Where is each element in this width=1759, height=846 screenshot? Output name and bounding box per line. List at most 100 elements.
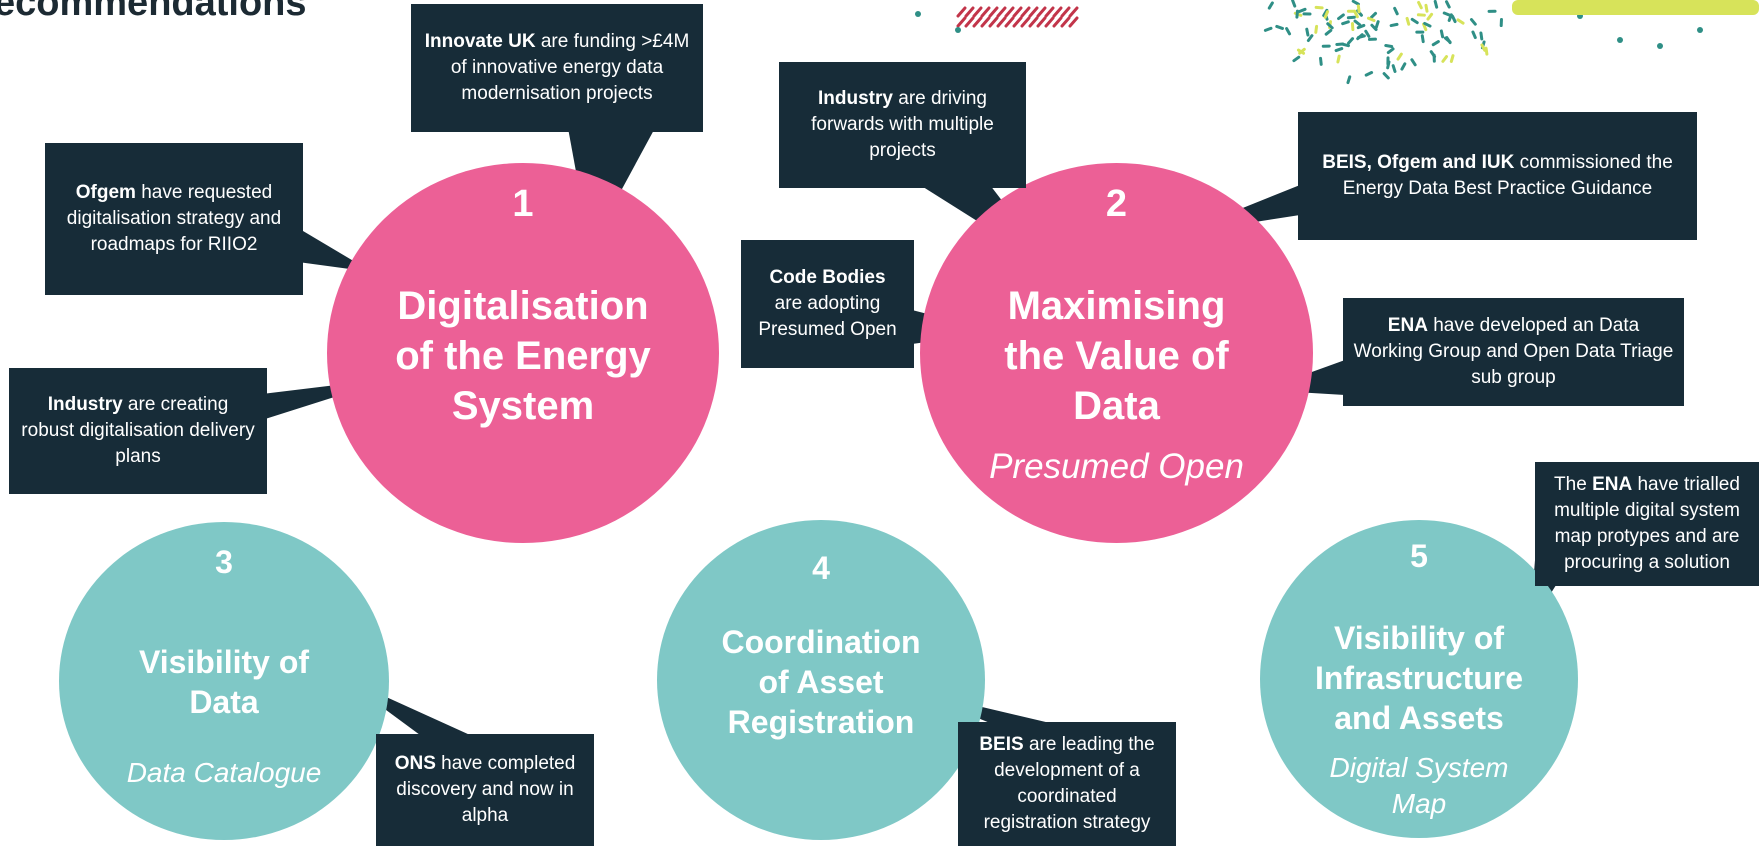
callout-prefix: The [1554, 474, 1593, 495]
decorative-dash [1356, 23, 1366, 30]
theme-number: 3 [215, 544, 233, 580]
decorative-dash [1445, 36, 1452, 45]
decorative-stripe [964, 16, 975, 28]
decorative-dash [1405, 16, 1411, 26]
decorative-dash [1484, 46, 1489, 56]
theme-subtitle: Data Catalogue [126, 757, 322, 788]
decorative-dash [1295, 9, 1299, 19]
decorative-stripe [1068, 16, 1079, 28]
decorative-stripe [1036, 16, 1047, 28]
callout-beis-ofgem-iuk: BEIS, Ofgem and IUK commissioned the Ene… [1298, 112, 1697, 240]
theme-circle-5: 5 Visibility of Infrastructure and Asset… [1260, 520, 1578, 838]
callout-text: Code Bodies are adopting Presumed Open [751, 265, 904, 343]
decorative-stripe [1012, 6, 1023, 18]
decorative-dash [1263, 26, 1273, 32]
decorative-dash [1323, 10, 1330, 19]
decorative-dash [1431, 40, 1440, 47]
decorative-dash [1351, 0, 1360, 6]
theme-heading-line: Infrastructure [1314, 660, 1524, 696]
decorative-stripe [956, 6, 967, 18]
theme-circle-4: 4 Coordination of Asset Registration [657, 520, 985, 840]
callout-ena-working-group: ENA have developed an Data Working Group… [1343, 298, 1684, 406]
callout-body: have developed an Data Working Group and… [1353, 315, 1674, 388]
callout-industry-driving: Industry are driving forwards with multi… [779, 62, 1026, 188]
decorative-dash [1364, 29, 1371, 38]
callout-body: are adopting Presumed Open [758, 293, 897, 340]
theme-heading-line: Coordination [721, 624, 921, 660]
decorative-stripe [972, 6, 983, 18]
decorative-dash [1353, 19, 1362, 27]
callout-bold: Innovate UK [424, 31, 536, 52]
decorative-dash [1422, 22, 1428, 32]
callout-text: ENA have developed an Data Working Group… [1353, 313, 1674, 391]
callout-beis-leading: BEIS are leading the development of a co… [958, 722, 1176, 846]
theme-heading: Maximising the Value of Data [920, 281, 1313, 431]
decorative-stripe [1044, 6, 1055, 18]
theme-heading-line: Visibility of [1333, 620, 1505, 656]
decorative-dash [1326, 22, 1334, 30]
decorative-red-stripes [956, 6, 1079, 28]
decorative-stripe [1028, 6, 1039, 18]
decorative-dash [1471, 30, 1477, 40]
decorative-dash [1410, 58, 1417, 67]
theme-heading-line: Registration [727, 704, 915, 740]
callout-bold: Industry [818, 88, 893, 109]
decorative-dash [1297, 7, 1307, 13]
decorative-stripe [1068, 6, 1079, 18]
theme-heading-line: Data [189, 684, 259, 720]
callout-text: Innovate UK are funding >£4M of innovati… [421, 29, 693, 107]
page-title: ecommendations [0, 0, 307, 24]
callout-body: are funding >£4M of innovative energy da… [450, 31, 690, 104]
decorative-stripe [1020, 6, 1031, 18]
theme-heading-line: Maximising [1007, 284, 1226, 328]
decorative-dash [1336, 54, 1341, 64]
decorative-dash [1347, 37, 1355, 45]
theme-heading-line: the Value of [1004, 334, 1229, 378]
decorative-stripe [1012, 16, 1023, 28]
callout-text: Industry are driving forwards with multi… [789, 86, 1016, 164]
decorative-dash [1334, 47, 1344, 53]
callout-bold: BEIS [979, 734, 1024, 755]
decorative-dot [1657, 43, 1663, 49]
theme-number: 2 [1105, 183, 1128, 225]
theme-heading-line: Digitalisation [397, 284, 649, 328]
decorative-stripe [988, 16, 999, 28]
theme-circle-2: 2 Maximising the Value of Data Presumed … [920, 163, 1313, 543]
decorative-dash [1469, 18, 1477, 26]
decorative-dash [1384, 44, 1394, 48]
decorative-dash [1456, 18, 1465, 25]
theme-heading-line: of Asset [758, 664, 884, 700]
decorative-dash [1449, 54, 1455, 63]
decorative-dash [1391, 64, 1397, 73]
callout-ons: ONS have completed discovery and now in … [376, 734, 594, 846]
callout-bold: ENA [1592, 474, 1633, 495]
theme-heading-line: System [451, 384, 595, 428]
callout-text: BEIS, Ofgem and IUK commissioned the Ene… [1308, 150, 1687, 202]
decorative-dash [1292, 55, 1301, 63]
callout-bold: Industry [47, 394, 123, 415]
callout-body: have trialled multiple digital system ma… [1554, 474, 1740, 573]
theme-heading-line: Visibility of [138, 644, 310, 680]
decorative-dash [1423, 21, 1432, 28]
decorative-dash [1386, 60, 1391, 70]
decorative-stripe [1060, 16, 1071, 28]
decorative-stripe [972, 16, 983, 28]
decorative-stripe [1020, 16, 1031, 28]
decorative-stripe [1052, 16, 1063, 28]
decorative-stripe [1044, 16, 1055, 28]
callout-text: The ENA have trialled multiple digital s… [1539, 472, 1755, 576]
decorative-dash [1374, 20, 1380, 29]
decorative-dash [1442, 11, 1452, 17]
decorative-dash [1314, 24, 1319, 34]
decorative-lime-bar [1512, 0, 1759, 15]
decorative-stripe [1052, 6, 1063, 18]
theme-heading-line: of the Energy [395, 334, 651, 378]
callout-bold: Code Bodies [769, 267, 886, 288]
decorative-dash [1386, 47, 1395, 55]
callout-body: have requested digitalisation strategy a… [66, 182, 282, 255]
decorative-dot [1617, 37, 1623, 43]
theme-heading: Visibility of Infrastructure and Assets [1260, 618, 1578, 738]
callout-body: are leading the development of a coordin… [983, 734, 1155, 833]
decorative-stripe [1028, 16, 1039, 28]
